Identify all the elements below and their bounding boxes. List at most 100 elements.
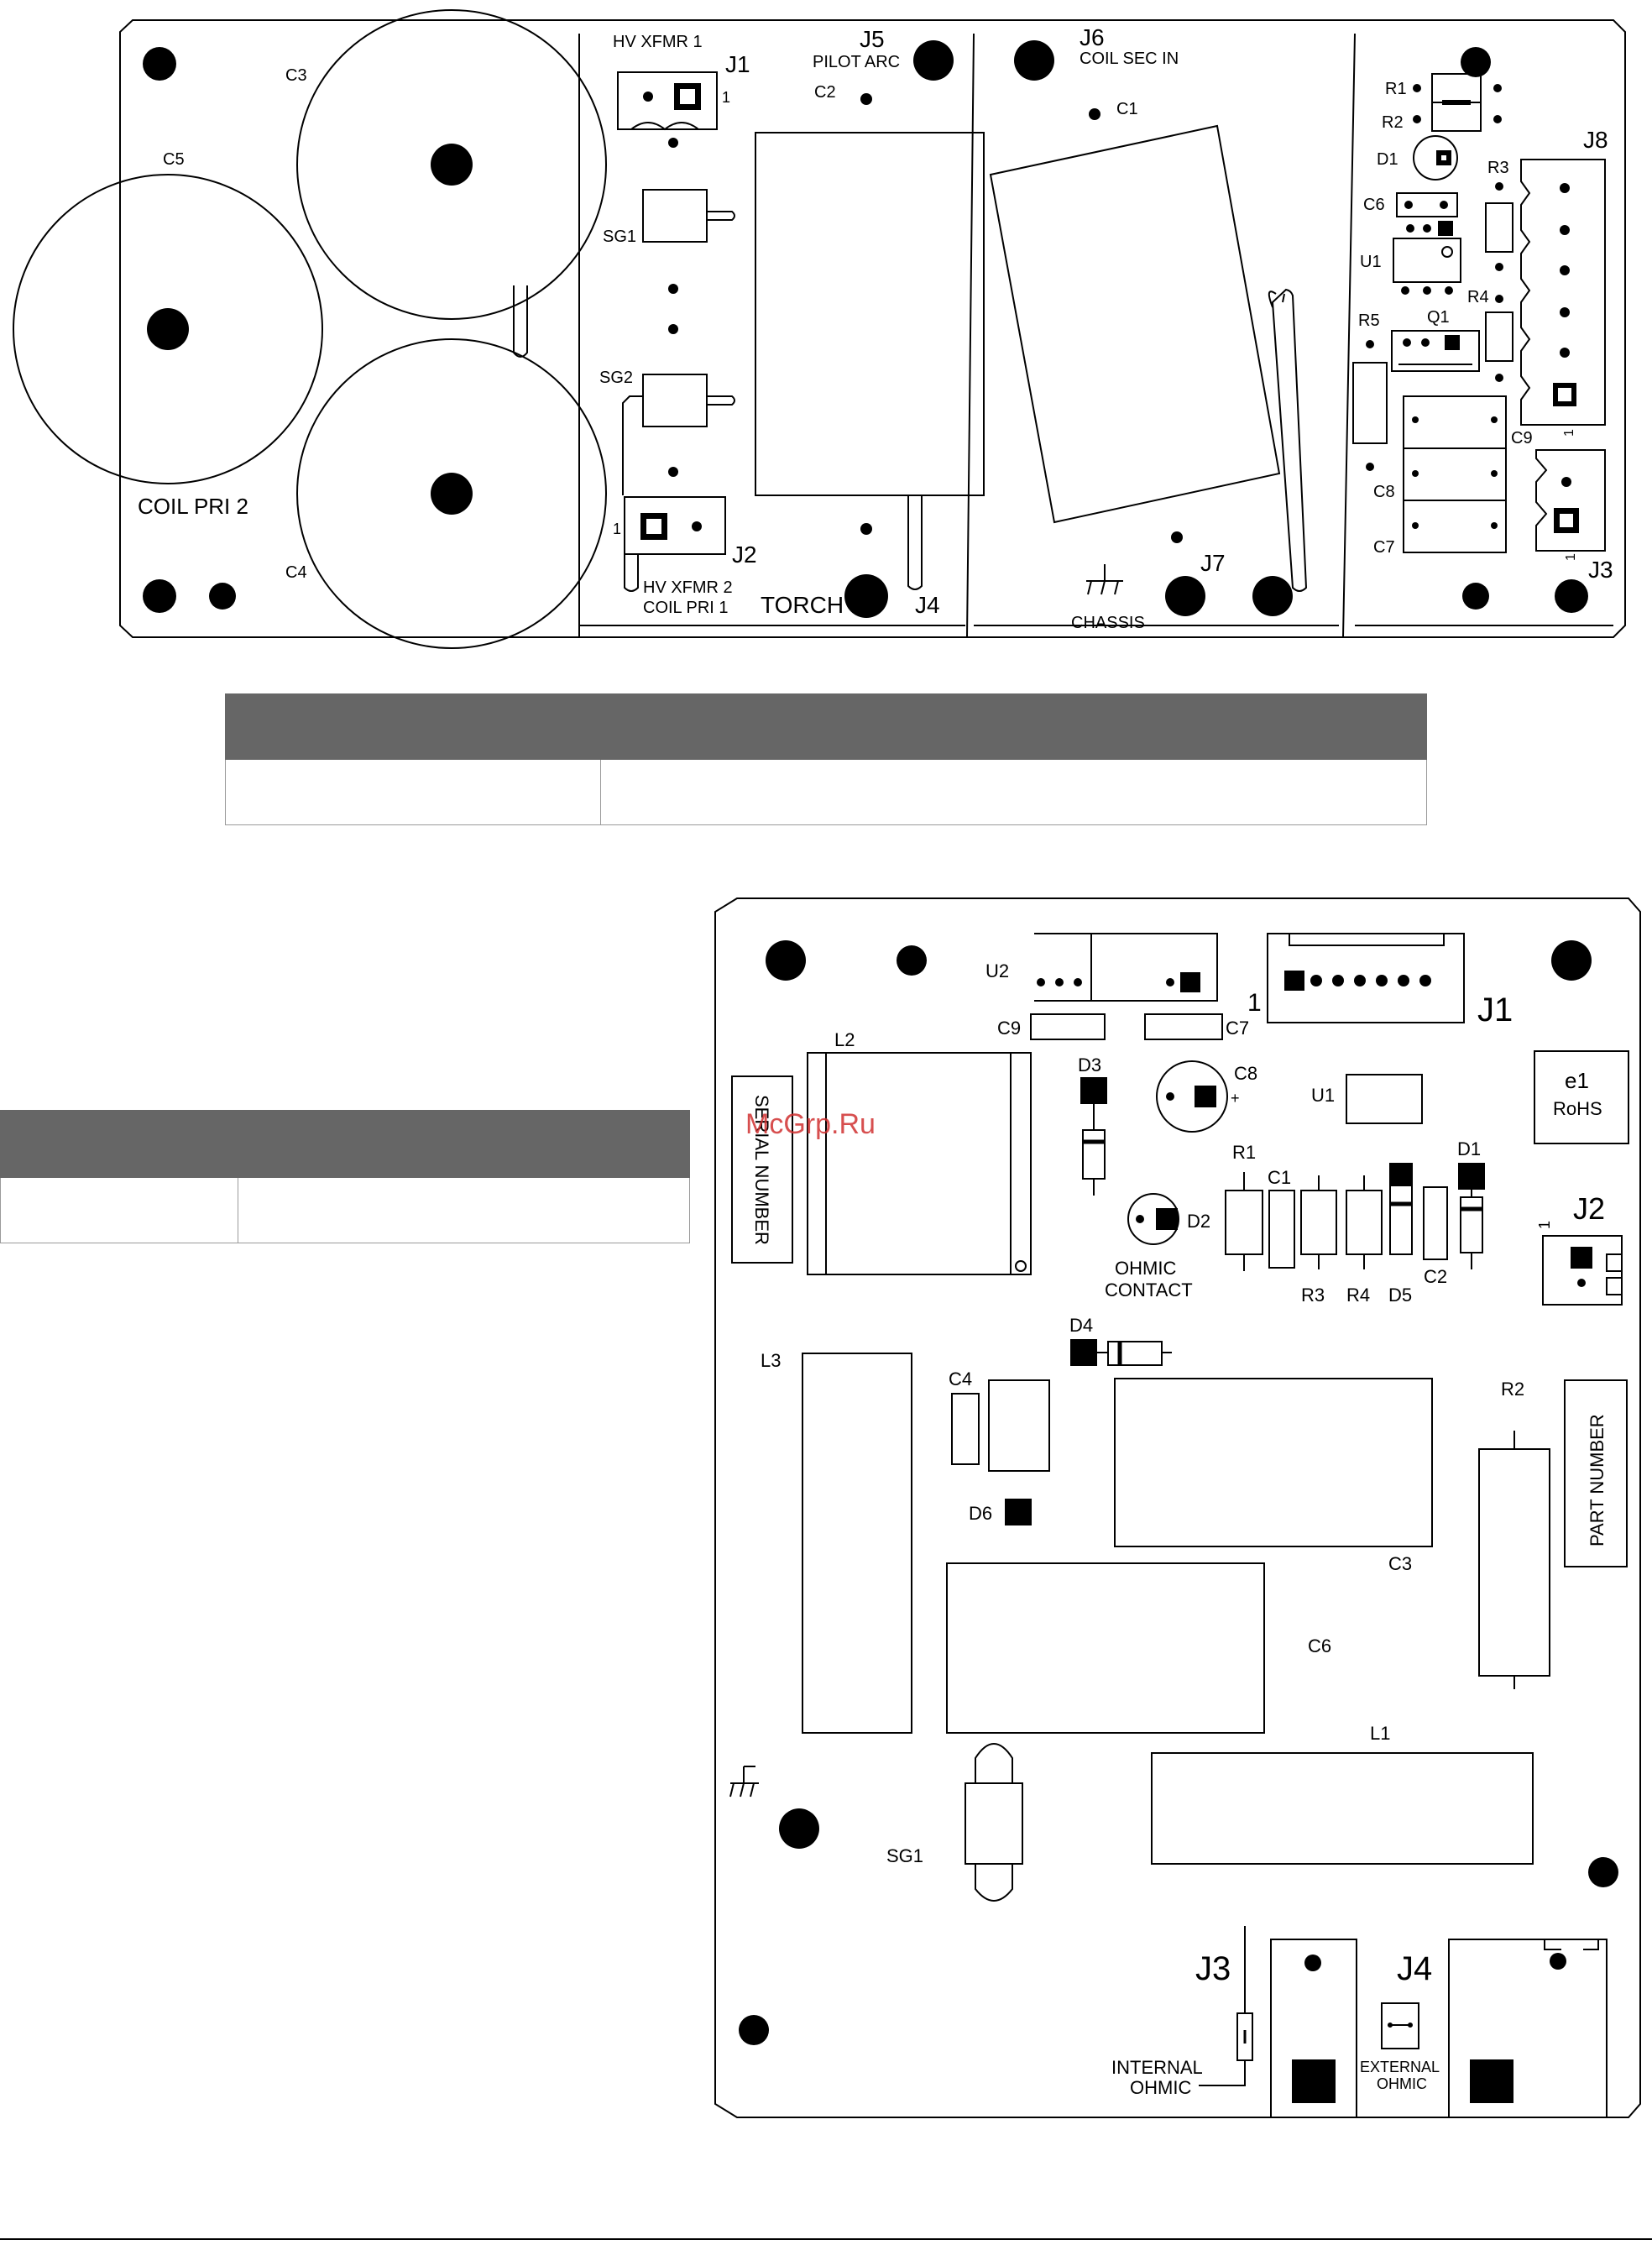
table-middle-header [0, 1110, 690, 1178]
table-top-header [225, 693, 1427, 760]
label-b-c6: C6 [1308, 1635, 1331, 1656]
label-r1: R1 [1385, 80, 1407, 98]
label-j8: J8 [1583, 127, 1608, 153]
cap-c5 [13, 174, 323, 484]
label-r5: R5 [1358, 311, 1380, 330]
label-j2: J2 [732, 542, 757, 568]
top-board-labels: HV XFMR 1 J1 1 J5 PILOT ARC J6 COIL SEC … [138, 24, 1613, 632]
chassis-ground-icon [1086, 564, 1123, 595]
label-c7: C7 [1373, 538, 1395, 557]
label-internal-ohmic: OHMIC [1130, 2077, 1191, 2098]
label-b-c1: C1 [1268, 1167, 1291, 1188]
label-sg1: SG1 [603, 228, 636, 246]
label-c3: C3 [285, 66, 307, 85]
label-q1: Q1 [1427, 308, 1450, 327]
label-external: EXTERNAL [1360, 2059, 1440, 2075]
table-top [225, 693, 1427, 825]
label-b-sg1: SG1 [886, 1845, 923, 1866]
label-coil-pri-1: COIL PRI 1 [643, 599, 729, 617]
label-b-j1: J1 [1477, 992, 1513, 1028]
label-b-l1: L1 [1370, 1723, 1390, 1744]
label-rohs: RoHS [1553, 1098, 1602, 1119]
table-middle-cell-1 [0, 1177, 238, 1243]
label-b-l2: L2 [834, 1029, 855, 1050]
label-pilot-arc: PILOT ARC [813, 53, 900, 71]
label-c8: C8 [1373, 483, 1395, 501]
label-c2: C2 [814, 83, 836, 102]
cap-c4 [296, 338, 607, 649]
label-b-d2: D2 [1187, 1211, 1210, 1232]
label-b-r3: R3 [1301, 1285, 1325, 1306]
label-b-r1: R1 [1232, 1142, 1256, 1163]
label-hv-xfmr-1: HV XFMR 1 [613, 33, 703, 51]
label-torch: TORCH [761, 592, 844, 618]
top-board-section-lines [578, 33, 1356, 638]
label-hv-xfmr-2: HV XFMR 2 [643, 578, 733, 597]
label-r4: R4 [1467, 288, 1489, 306]
top-board [13, 9, 1626, 649]
label-b-j2: J2 [1573, 1191, 1605, 1226]
label-b-d4: D4 [1069, 1315, 1093, 1336]
label-j3: J3 [1588, 557, 1613, 583]
label-internal: INTERNAL [1111, 2057, 1203, 2078]
label-j1-pin1: 1 [722, 89, 730, 106]
table-top-cell-1 [225, 759, 601, 825]
label-c9: C9 [1511, 429, 1533, 447]
label-b-d5: D5 [1388, 1285, 1412, 1306]
label-e1: e1 [1565, 1068, 1589, 1093]
label-sg2: SG2 [599, 369, 633, 387]
label-b-plus: + [1231, 1090, 1240, 1107]
label-b-j1-pin1: 1 [1247, 989, 1262, 1017]
label-r3: R3 [1487, 159, 1509, 177]
label-b-c8: C8 [1234, 1063, 1257, 1084]
label-u1: U1 [1360, 253, 1382, 271]
label-b-d6: D6 [969, 1503, 992, 1524]
label-j2-pin1: 1 [613, 521, 621, 537]
label-b-l3: L3 [761, 1350, 781, 1371]
label-j7: J7 [1200, 550, 1226, 576]
label-c5: C5 [163, 150, 185, 169]
label-r2: R2 [1382, 113, 1404, 132]
label-c6: C6 [1363, 196, 1385, 214]
label-b-c2: C2 [1424, 1266, 1447, 1287]
label-b-d1: D1 [1457, 1138, 1481, 1159]
label-coil-pri-2: COIL PRI 2 [138, 494, 248, 519]
label-b-d3: D3 [1078, 1054, 1101, 1075]
page-bottom-rule [0, 2238, 1652, 2240]
table-top-cell-2 [600, 759, 1427, 825]
label-b-u2: U2 [985, 960, 1009, 981]
label-j1: J1 [725, 51, 750, 77]
table-middle-cell-2 [238, 1177, 690, 1243]
label-serial-number: SERIAL NUMBER [751, 1095, 772, 1245]
label-j5: J5 [860, 26, 885, 52]
cap-c3 [296, 9, 607, 320]
bottom-board [714, 897, 1641, 2118]
label-b-ohmic: OHMIC [1115, 1258, 1176, 1279]
label-j3-pin1: 1 [1564, 553, 1578, 561]
bottom-board-labels: U2 1 J1 C9 C7 L2 D3 C8 + U1 e1 RoHS SERI… [751, 960, 1608, 2098]
label-j4: J4 [915, 592, 940, 618]
label-b-c9: C9 [997, 1018, 1021, 1039]
label-b-j2-pin1: 1 [1536, 1221, 1553, 1229]
label-b-j3: J3 [1195, 1950, 1231, 1987]
bottom-board-outline [714, 897, 1641, 2118]
top-mounting-holes [143, 40, 1588, 618]
label-coil-sec-in: COIL SEC IN [1080, 50, 1179, 68]
label-b-u1: U1 [1311, 1085, 1335, 1106]
label-j6: J6 [1080, 24, 1105, 50]
watermark-text: McGrp.Ru [745, 1108, 876, 1140]
label-b-c7: C7 [1226, 1018, 1249, 1039]
label-external-ohmic: OHMIC [1377, 2075, 1427, 2092]
label-part-number: PART NUMBER [1587, 1414, 1608, 1546]
label-b-contact: CONTACT [1105, 1279, 1193, 1300]
table-middle [0, 1110, 690, 1243]
label-c4: C4 [285, 563, 307, 582]
label-b-r4: R4 [1346, 1285, 1370, 1306]
label-j8-pin1: 1 [1562, 429, 1576, 437]
top-board-outline [119, 19, 1626, 638]
label-b-c4: C4 [949, 1368, 972, 1389]
label-b-c3: C3 [1388, 1553, 1412, 1574]
ground-icon [729, 1766, 759, 1798]
label-chassis: CHASSIS [1071, 614, 1145, 632]
